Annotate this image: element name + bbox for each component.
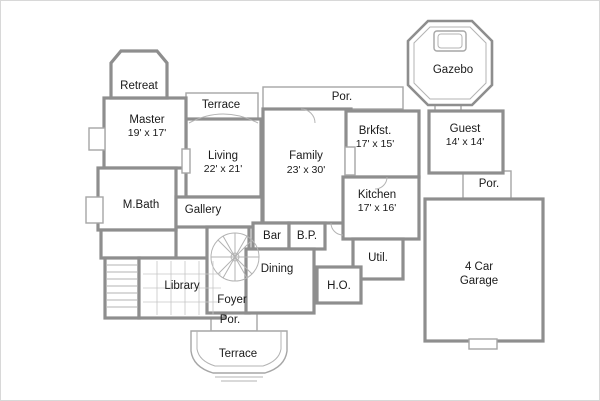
retreat-outline	[109, 49, 169, 100]
room-walls	[96, 49, 545, 343]
room-label-garage-line1: 4 Car	[465, 261, 493, 273]
bar-outline	[251, 221, 291, 251]
room-label-master: Master	[129, 114, 164, 126]
left-hall-outline	[99, 228, 178, 260]
room-label-home-office: H.O.	[327, 280, 351, 292]
room-label-breakfast: Brkfst.	[359, 125, 392, 137]
gazebo-spa	[433, 30, 467, 52]
room-label-porch-bottom: Por.	[220, 314, 240, 326]
room-label-garage-line2: Garage	[460, 275, 498, 287]
terrace-lower-balustrade	[196, 331, 282, 367]
butlers-pantry-outline	[287, 221, 327, 251]
room-label-terrace-upper: Terrace	[202, 99, 240, 111]
room-dims-master: 19' x 17'	[128, 127, 166, 139]
left-chimney	[88, 127, 106, 151]
room-label-porch-right: Por.	[479, 178, 499, 190]
library-grid	[143, 261, 221, 315]
stairs-hatch	[107, 264, 137, 308]
family-fireplace	[344, 146, 356, 176]
home-office-outline	[315, 265, 363, 305]
room-label-utility: Util.	[368, 252, 388, 264]
room-label-gallery: Gallery	[185, 204, 222, 216]
terrace-steps	[215, 376, 263, 382]
door-swing-arcs	[300, 108, 388, 236]
room-label-library: Library	[164, 280, 199, 292]
room-dims-living: 22' x 21'	[204, 163, 242, 175]
room-dims-breakfast: 17' x 15'	[356, 138, 394, 150]
gazebo-spa-inner	[437, 33, 463, 49]
guest-outline	[427, 109, 505, 175]
garage-outline	[423, 197, 545, 343]
plan-details	[85, 108, 498, 350]
room-labels: Retreat Master 19' x 17' Terrace Living …	[120, 64, 499, 360]
room-label-terrace-lower: Terrace	[219, 348, 257, 360]
gazebo-outline	[406, 19, 494, 107]
room-label-retreat: Retreat	[120, 80, 159, 92]
room-label-family: Family	[289, 150, 323, 162]
room-label-bar: Bar	[263, 230, 281, 242]
room-dims-kitchen: 17' x 16'	[358, 202, 396, 214]
room-label-gazebo: Gazebo	[433, 64, 473, 76]
garage-step	[468, 338, 498, 350]
room-label-guest: Guest	[450, 123, 481, 135]
room-dims-guest: 14' x 14'	[446, 136, 484, 148]
room-label-master-bath: M.Bath	[123, 199, 159, 211]
spiral-stair	[210, 232, 260, 282]
bath-fireplace	[85, 196, 104, 224]
room-label-living: Living	[208, 150, 238, 162]
stair-well-outline	[103, 256, 141, 320]
room-dims-family: 23' x 30'	[287, 164, 325, 176]
room-label-dining: Dining	[261, 263, 294, 275]
dining-outline	[244, 247, 316, 315]
living-bow-window	[188, 113, 259, 124]
living-fireplace	[181, 148, 191, 174]
room-label-butlers-pantry: B.P.	[297, 230, 317, 242]
room-label-porch-top: Por.	[332, 91, 352, 103]
room-label-kitchen: Kitchen	[358, 189, 396, 201]
terrace-lower-outline	[190, 330, 288, 374]
living-outline	[184, 117, 263, 199]
room-label-foyer: Foyer	[217, 294, 247, 306]
breakfast-outline	[344, 109, 421, 179]
gazebo-inner-outline	[413, 26, 487, 100]
